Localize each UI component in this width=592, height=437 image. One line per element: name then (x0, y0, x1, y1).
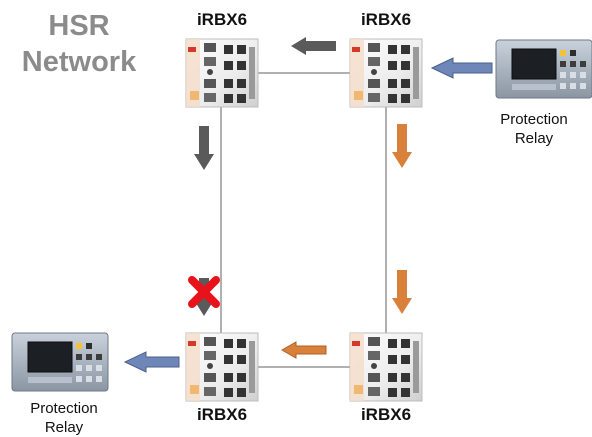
device-label-top-right: iRBX6 (360, 10, 412, 29)
switch-icon (185, 38, 259, 108)
arrow-left-icon (280, 341, 327, 359)
device-label-bottom-left: iRBX6 (196, 405, 248, 424)
protection-relay-icon (11, 332, 109, 392)
arrow-left-icon (123, 351, 180, 373)
arrow-down-icon (392, 270, 412, 314)
relay-label-right-line-1: Protection (500, 111, 568, 128)
device-label-top-left: iRBX6 (196, 10, 248, 29)
title-line-2: Network (21, 46, 137, 78)
arrow-left-icon (430, 57, 493, 79)
relay-label-left-line-1: Protection (30, 400, 98, 417)
protection-relay-icon (495, 39, 592, 99)
arrow-left-icon (291, 37, 336, 55)
relay-label-left: Protection Relay (9, 399, 119, 437)
relay-label-right: Protection Relay (479, 110, 589, 148)
relay-label-left-line-2: Relay (44, 419, 84, 436)
title-line-1: HSR (48, 10, 110, 42)
switch-icon (349, 332, 423, 402)
switch-icon (185, 332, 259, 402)
diagram-title: HSR Network (14, 8, 144, 80)
ring-links (220, 72, 387, 368)
switch-icon (349, 38, 423, 108)
device-label-bottom-right: iRBX6 (360, 405, 412, 424)
relay-label-right-line-2: Relay (514, 130, 554, 147)
arrow-down-icon (392, 124, 412, 168)
arrow-down-icon (194, 126, 214, 170)
red-x-icon (188, 276, 220, 308)
